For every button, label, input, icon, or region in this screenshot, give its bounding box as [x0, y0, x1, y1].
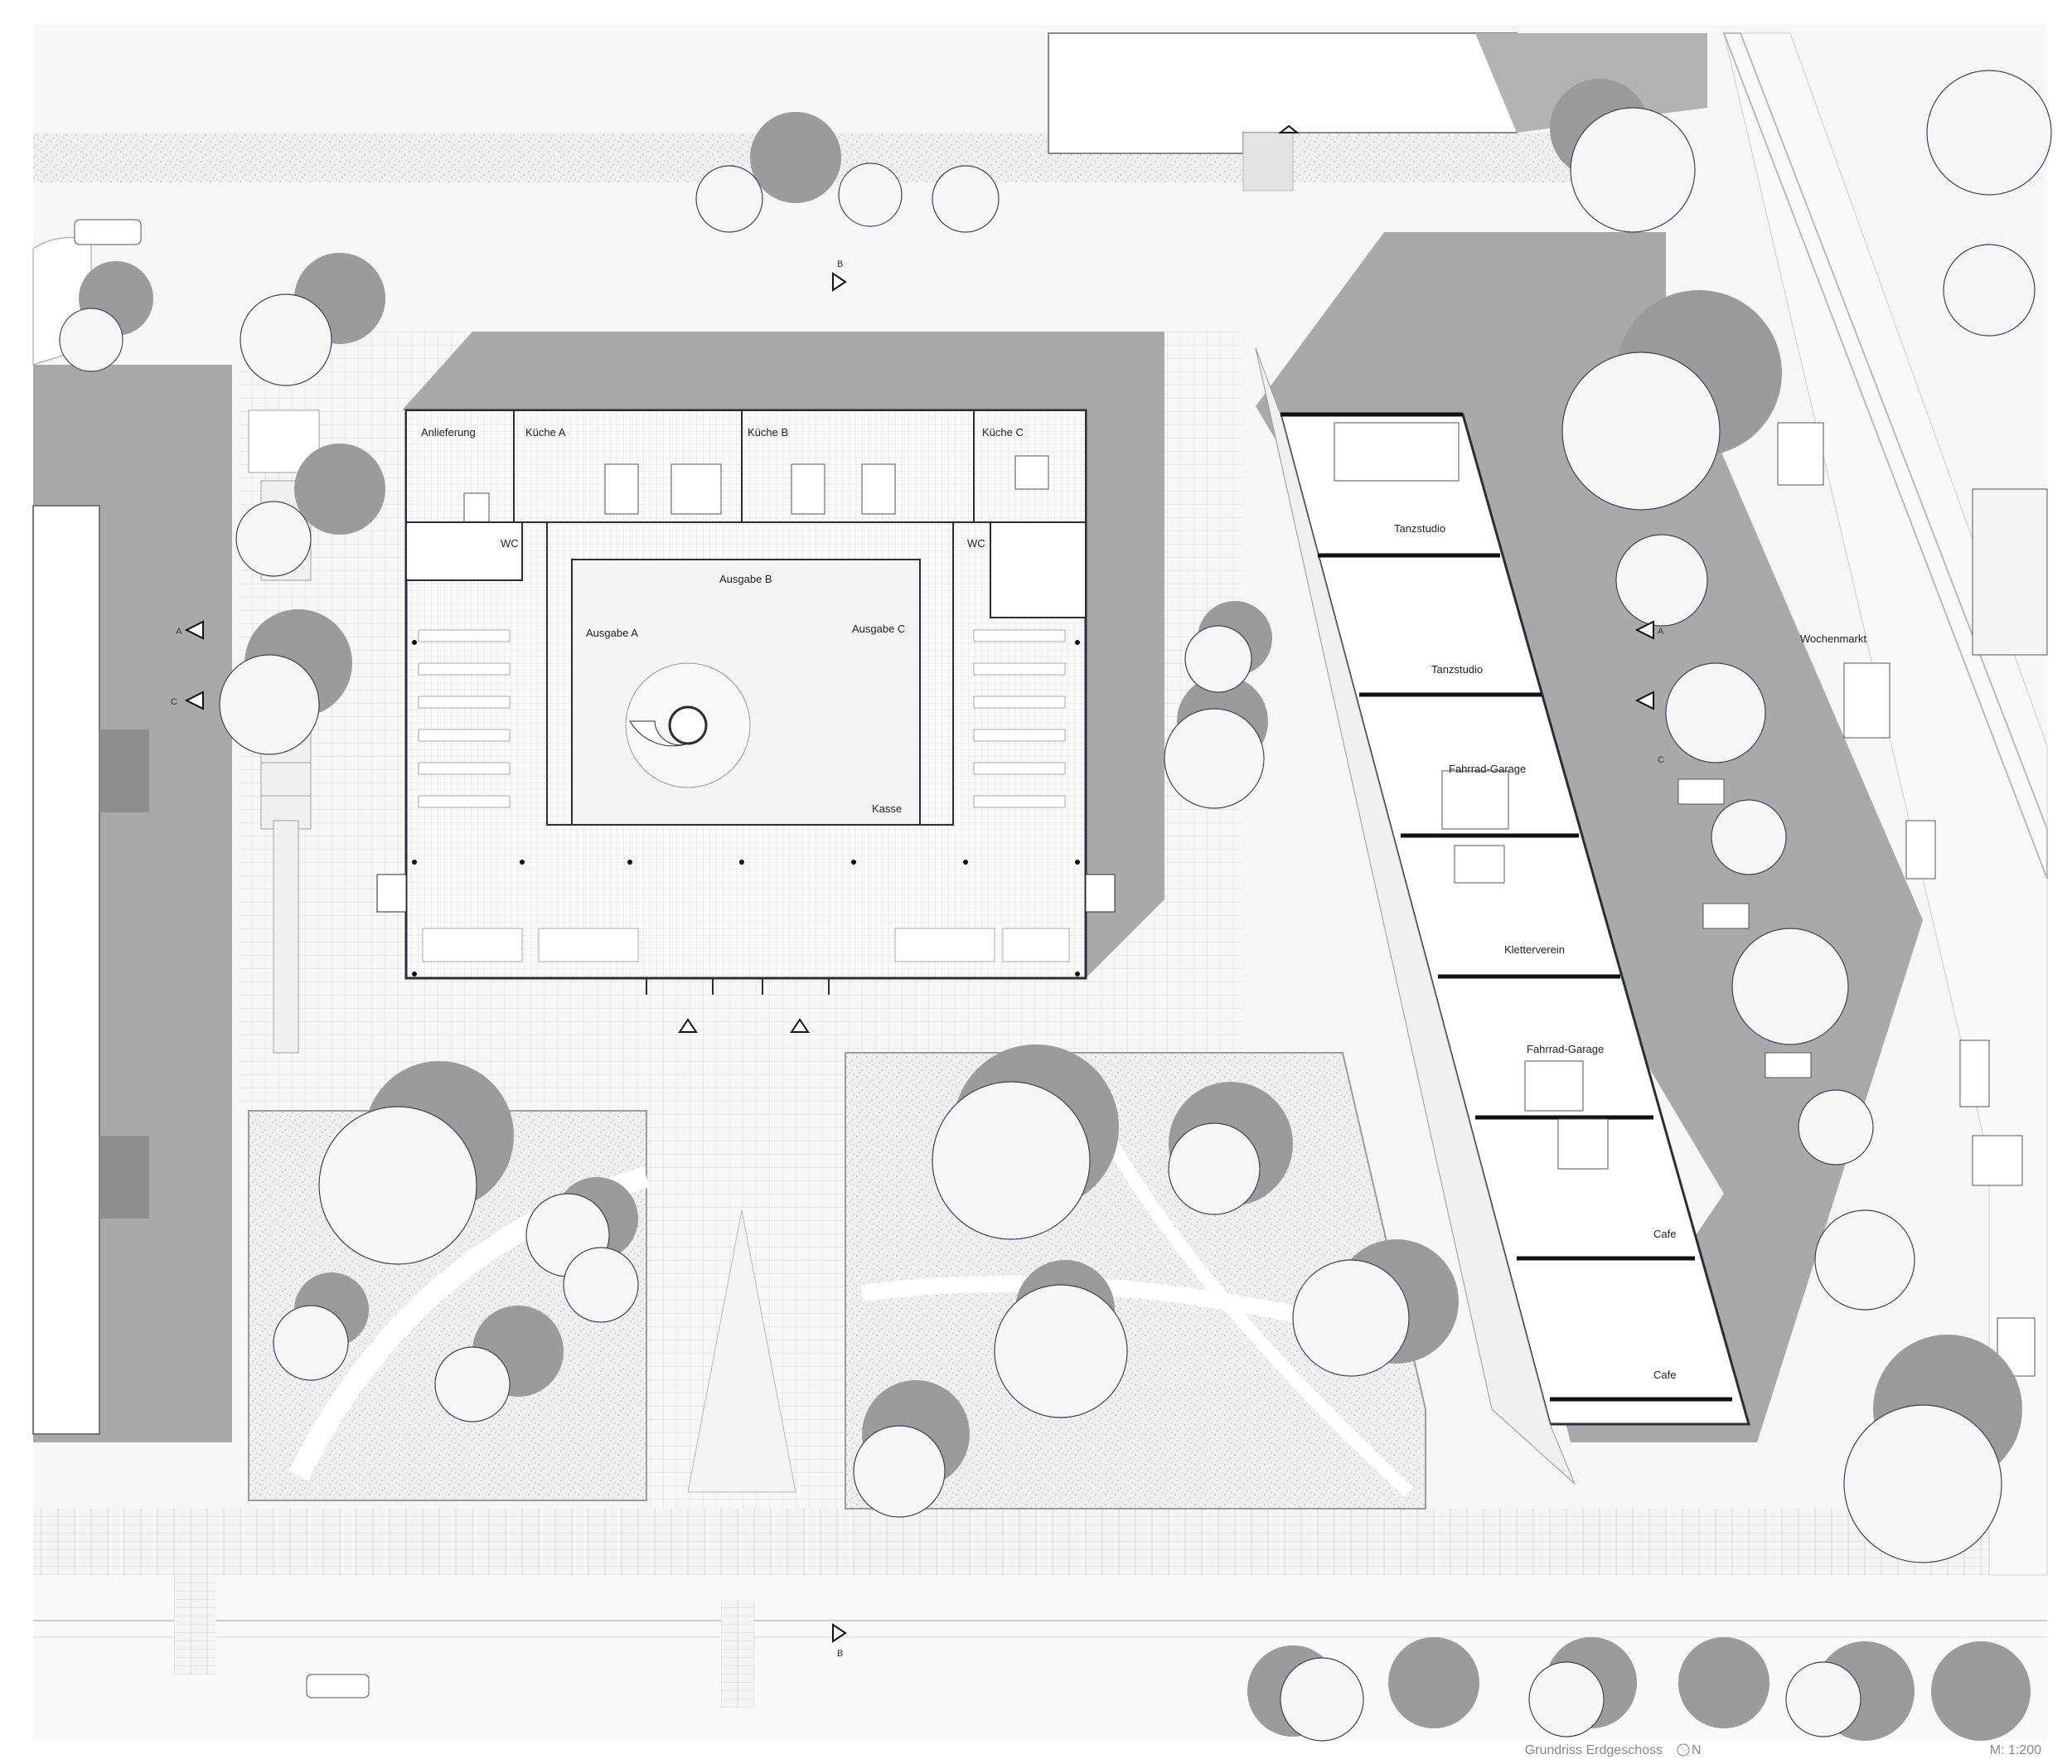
tree-icon: [1943, 244, 2036, 337]
label-kasse: Kasse: [872, 802, 902, 815]
drawing-title: Grundriss Erdgeschoss: [1525, 1743, 1663, 1757]
tree-icon: [1785, 1661, 1861, 1737]
car-icon: [1677, 778, 1725, 805]
label-ausgabe-a: Ausgabe A: [586, 627, 638, 639]
tree-icon: [838, 162, 903, 227]
label-cafe-2: Cafe: [1653, 1369, 1676, 1381]
tree-icon: [240, 293, 332, 386]
tree-icon: [1168, 1122, 1261, 1215]
tree-icon: [59, 308, 123, 372]
tree-icon: [563, 1247, 639, 1323]
north-arrow-icon: [1677, 1743, 1690, 1757]
section-marker-icon: [678, 1018, 698, 1033]
section-label-b-bottom: B: [837, 1649, 843, 1659]
section-label-a-left: A: [176, 627, 182, 637]
label-kletterverein: Kletterverein: [1504, 943, 1565, 956]
tree-icon: [1615, 534, 1708, 627]
label-kueche-c: Küche C: [982, 426, 1024, 439]
label-ausgabe-b: Ausgabe B: [719, 573, 772, 585]
section-label-c-right: C: [1658, 755, 1664, 765]
section-marker-icon: [832, 1623, 847, 1643]
tree-icon: [932, 1081, 1091, 1240]
label-fahrrad-garage-2: Fahrrad-Garage: [1527, 1043, 1604, 1055]
tree-icon: [219, 654, 320, 755]
scale-label: M: 1:200: [1990, 1743, 2041, 1757]
section-label-c-left: C: [171, 697, 177, 707]
section-marker-icon: [832, 272, 847, 292]
tree-icon: [1665, 662, 1766, 763]
label-cafe-1: Cafe: [1653, 1228, 1676, 1240]
tree-icon: [1711, 799, 1787, 875]
tree-icon: [1731, 928, 1849, 1045]
main-building: [376, 409, 1116, 995]
tree-icon: [434, 1346, 511, 1422]
label-kueche-a: Küche A: [525, 426, 566, 439]
tree-icon: [1528, 1661, 1605, 1737]
label-wc-right: WC: [967, 537, 985, 550]
left-buildings: [32, 219, 232, 1442]
main-building-shadow: [402, 332, 1164, 978]
label-fahrrad-garage-1: Fahrrad-Garage: [1449, 763, 1526, 775]
drawing-footer: Grundriss Erdgeschoss N M: 1:200: [1525, 1743, 2041, 1757]
tree-icon: [1926, 70, 2052, 196]
tree-icon: [1798, 1089, 1874, 1166]
section-marker-icon: [790, 1018, 810, 1033]
label-kueche-b: Küche B: [748, 426, 788, 439]
tree-icon: [1570, 107, 1696, 233]
tree-icon: [1292, 1259, 1410, 1377]
label-tanzstudio-2: Tanzstudio: [1431, 663, 1483, 676]
car-icon: [1959, 1040, 1990, 1107]
tree-icon: [994, 1284, 1128, 1418]
tree-icon: [235, 501, 312, 577]
section-marker-icon: [1634, 620, 1654, 640]
long-building: [1255, 347, 1750, 1485]
section-marker-icon: [1634, 691, 1654, 710]
long-building-labels: Tanzstudio Tanzstudio Fahrrad-Garage Kle…: [1394, 522, 1866, 1381]
car-icon: [1765, 1052, 1812, 1078]
tree-icon: [1280, 1657, 1364, 1742]
label-anlieferung: Anlieferung: [421, 426, 476, 439]
tree-icon: [318, 1106, 477, 1265]
tree-icon: [695, 165, 763, 233]
section-marker-icon: [184, 691, 204, 710]
section-label-b-top: B: [837, 259, 843, 269]
car-icon: [1905, 820, 1936, 880]
section-markers: [184, 124, 1654, 1643]
section-marker-icon: [1278, 124, 1300, 133]
tree-icon: [1814, 1209, 1915, 1311]
tree-icon: [1843, 1404, 2002, 1563]
section-marker-icon: [184, 620, 204, 640]
label-tanzstudio-1: Tanzstudio: [1394, 522, 1445, 535]
label-wochenmarkt: Wochenmarkt: [1800, 632, 1866, 645]
label-ausgabe-c: Ausgabe C: [852, 623, 905, 635]
tree-icon: [1164, 708, 1265, 809]
stair-triangle: [687, 1209, 796, 1493]
north-label: N: [1692, 1743, 1702, 1757]
car-icon: [306, 1674, 370, 1699]
trees: [59, 70, 2052, 1742]
tree-icon: [273, 1305, 349, 1381]
tree-icon: [1184, 625, 1252, 693]
top-buildings: [1048, 32, 1707, 191]
tree-icon: [853, 1425, 946, 1518]
label-wc-left: WC: [501, 537, 519, 550]
street-objects: [306, 422, 2048, 1699]
car-icon: [74, 219, 142, 245]
main-building-labels: Anlieferung Küche A Küche B Küche C WC W…: [421, 426, 1024, 815]
tree-icon: [932, 165, 1000, 233]
car-icon: [1702, 903, 1750, 929]
section-label-a-right: A: [1658, 627, 1664, 637]
tree-icon: [1561, 351, 1721, 511]
